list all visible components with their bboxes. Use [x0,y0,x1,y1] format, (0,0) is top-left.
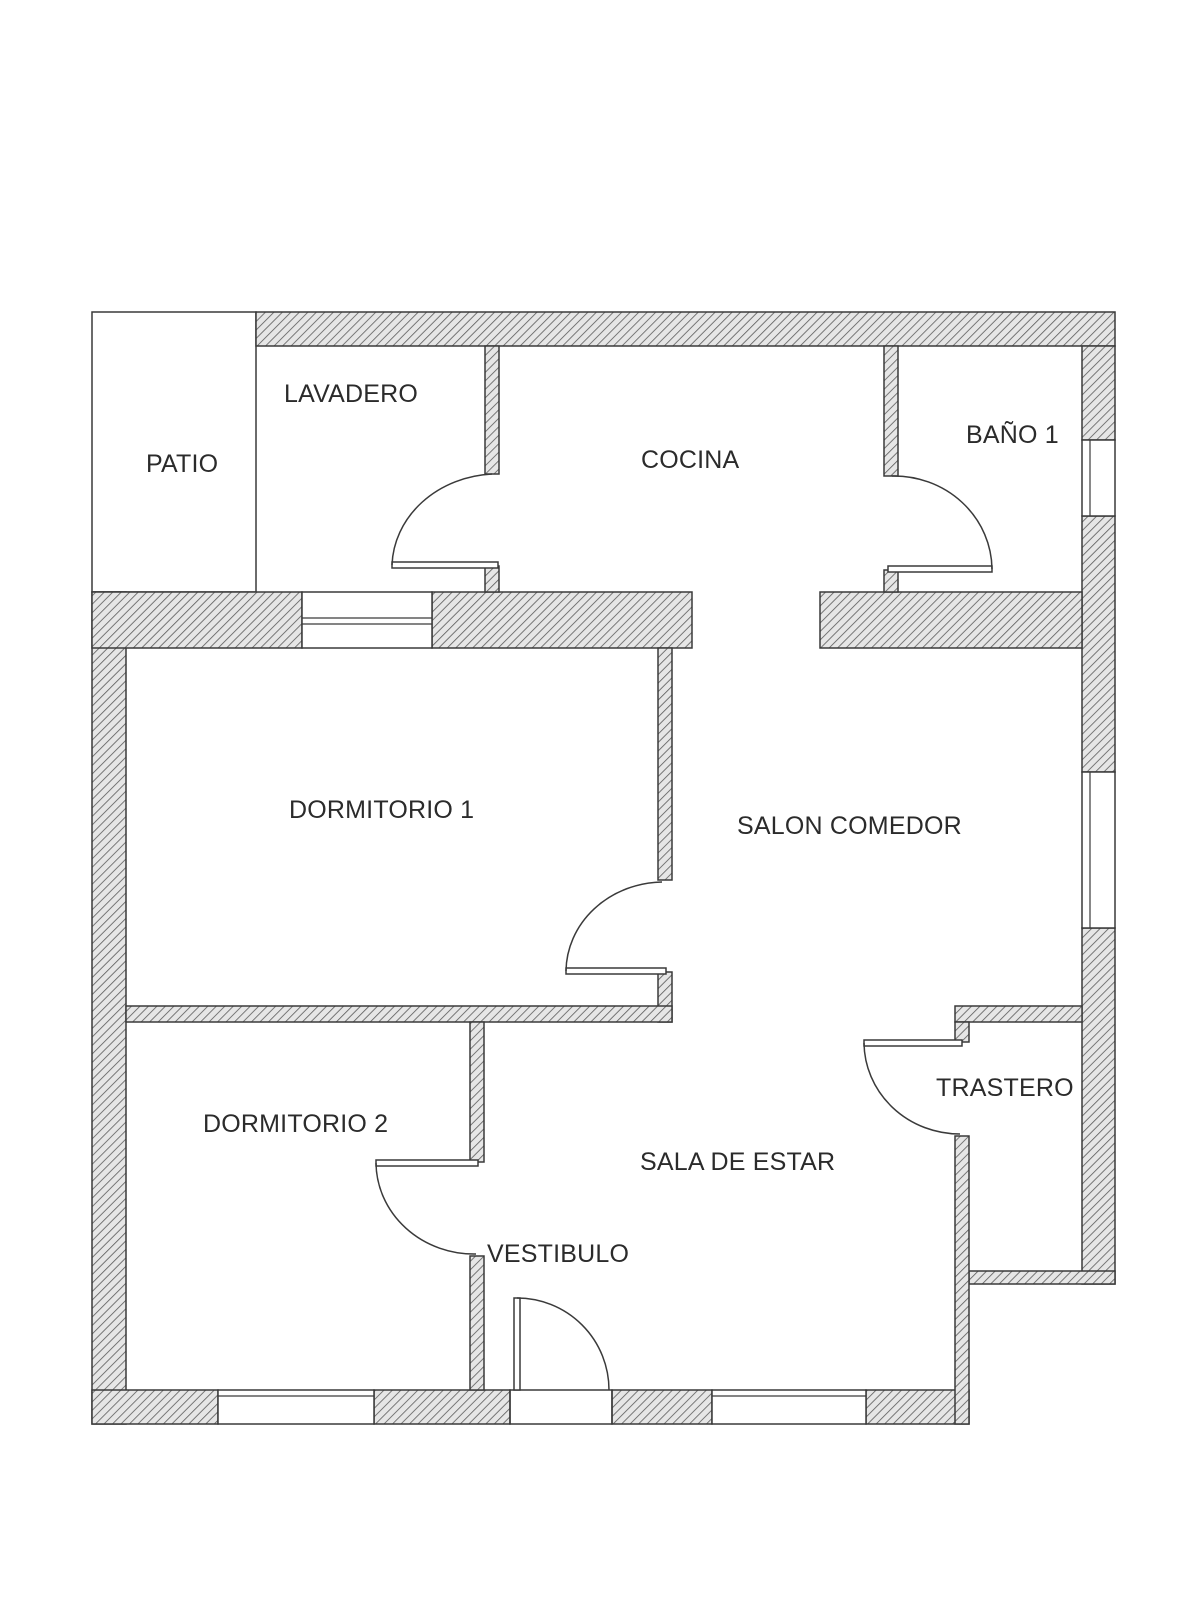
wall-mid-2 [431,591,693,649]
door-lavadero [391,473,499,569]
window-bano [1081,439,1116,517]
wall-trastero-bottom [968,1270,1116,1285]
window-sala [711,1389,867,1425]
label-bano: BAÑO 1 [966,420,1059,449]
label-lavadero: LAVADERO [284,380,418,408]
window-dorm2 [217,1389,375,1425]
label-sala-de-estar: SALA DE ESTAR [640,1148,835,1176]
wall-top [255,311,1116,347]
label-cocina: COCINA [641,446,740,474]
wall-left [91,591,127,1425]
door-dormitorio-1 [565,881,667,975]
door-trastero [863,1039,963,1135]
label-trastero: TRASTERO [936,1074,1074,1102]
wall-bottom-2 [373,1389,511,1425]
wall-dorm2-right-bot [469,1255,485,1391]
window-lavadero [301,591,433,649]
wall-mid-3 [819,591,1083,649]
wall-right-mid [1081,515,1116,773]
wall-lav-coc-bot [484,565,500,593]
entrance-opening [509,1389,613,1425]
wall-dorm1-bottom [125,1005,673,1023]
label-salon-comedor: SALON COMEDOR [737,812,962,840]
door-entrance [513,1297,610,1391]
label-dormitorio-2: DORMITORIO 2 [203,1110,388,1138]
door-dormitorio-2 [375,1159,479,1255]
wall-dorm1-right-top [657,647,673,881]
wall-coc-bano-bot [883,569,899,593]
wall-lav-coc-top [484,345,500,475]
wall-bottom-4 [865,1389,970,1425]
wall-bottom-1 [91,1389,219,1425]
wall-sala-right [954,1135,970,1425]
wall-trastero-top [954,1005,1083,1023]
label-dormitorio-1: DORMITORIO 1 [289,796,474,824]
label-patio: PATIO [146,450,218,478]
wall-trastero-left-top [954,1021,970,1043]
wall-coc-bano-top [883,345,899,477]
door-bano [887,475,993,573]
window-salon [1081,771,1116,929]
wall-right-lower [1081,927,1116,1285]
wall-mid-1 [91,591,303,649]
wall-right-upper [1081,345,1116,441]
wall-dorm2-right-top [469,1021,485,1163]
label-vestibulo: VESTIBULO [487,1240,629,1268]
wall-bottom-3 [611,1389,713,1425]
